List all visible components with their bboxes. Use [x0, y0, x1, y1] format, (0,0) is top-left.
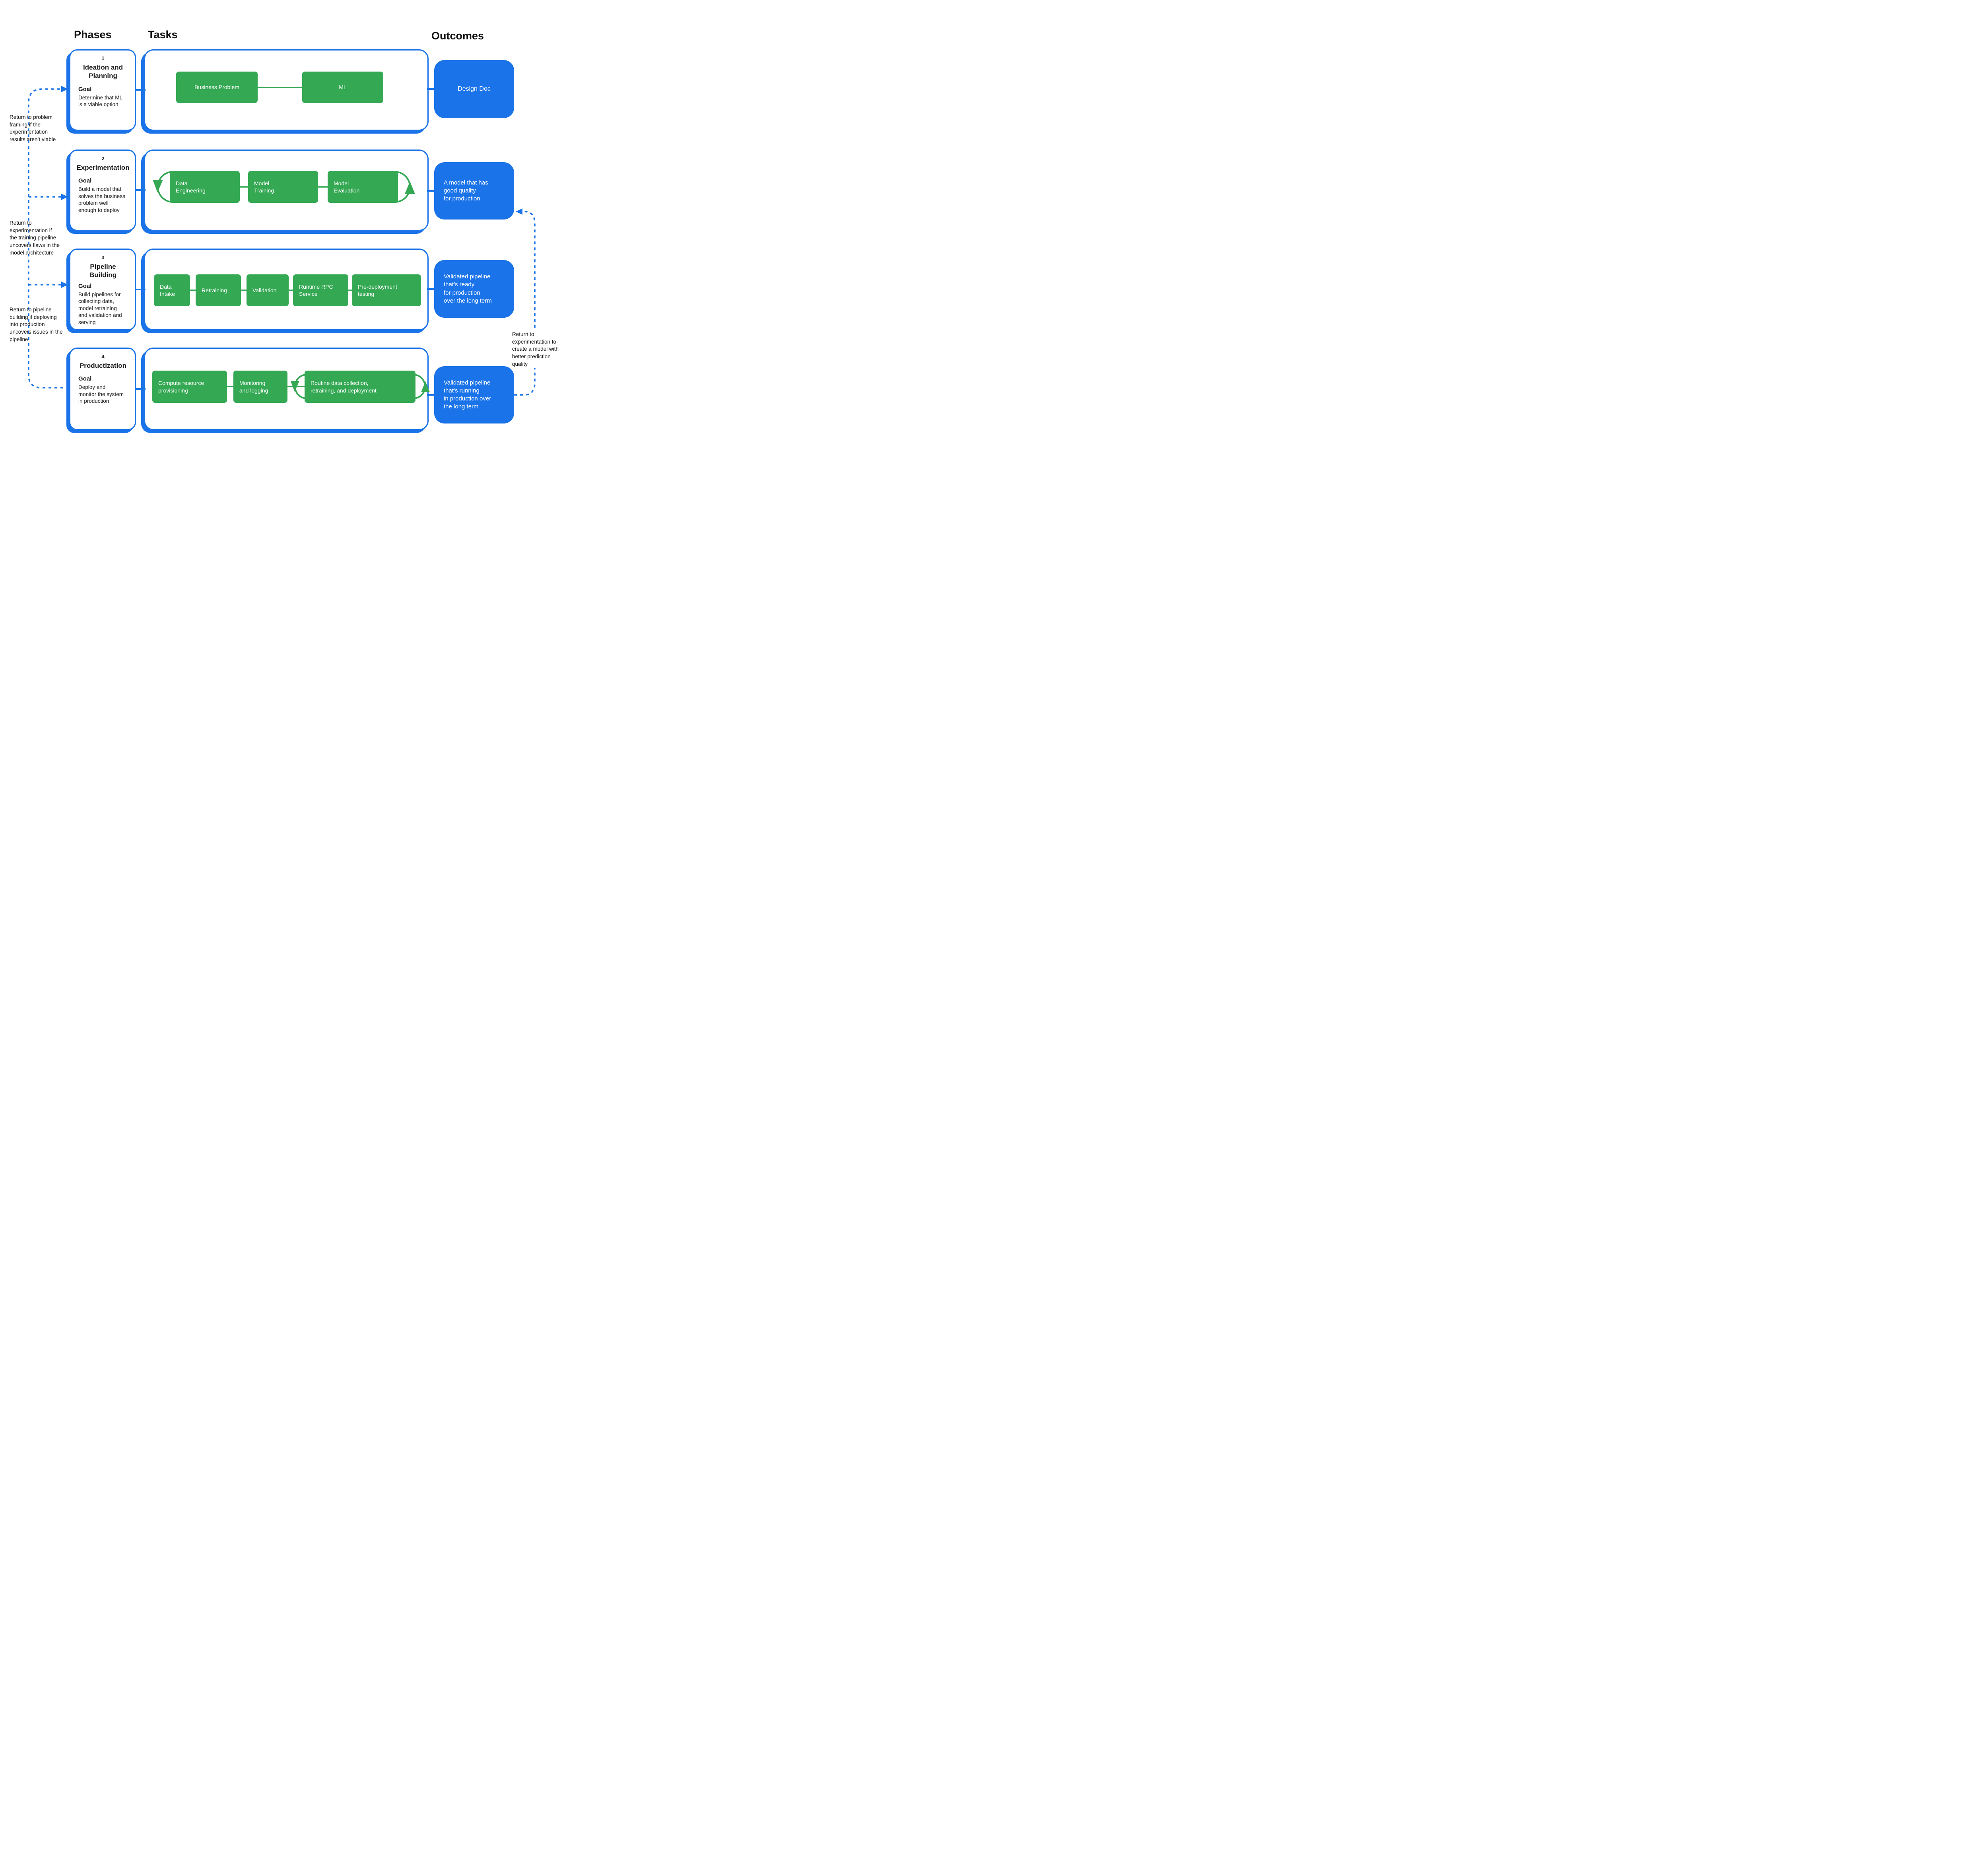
goal-text: Determine that ML is a viable option	[78, 94, 123, 108]
return-paths	[28, 86, 536, 396]
loop-arrowhead-down-icon	[291, 381, 299, 392]
outcome-validated-pipeline-ready: Validated pipeline that’s ready for prod…	[434, 260, 514, 318]
task-compute-resource-provisioning: Compute resource provisioning	[152, 371, 227, 403]
outcome-design-doc: Design Doc	[434, 60, 514, 118]
loop-arrowhead-up-icon	[405, 181, 415, 194]
header-outcomes: Outcomes	[431, 30, 484, 42]
task-runtime-rpc-service: Runtime RPC Service	[293, 274, 348, 306]
goal-text: Build pipelines for collecting data, mod…	[78, 291, 122, 325]
annotation-return-experimentation: Return to experimentation if the trainin…	[10, 220, 60, 256]
phase-goal: Goal Build pipelines for collecting data…	[77, 283, 129, 326]
phase-box-ideation-planning: 1 Ideation and Planning Goal Determine t…	[69, 49, 136, 131]
task-pre-deployment-testing: Pre-deployment testing	[352, 274, 421, 306]
task-validation: Validation	[247, 274, 289, 306]
goal-label: Goal	[78, 375, 92, 383]
goal-text: Deploy and monitor the system in product…	[78, 384, 124, 404]
phase-number: 2	[101, 155, 105, 161]
phase-number: 3	[101, 254, 105, 260]
loop-arrowhead-down-icon	[153, 180, 163, 192]
annotation-return-problem-framing: Return to problem framing if the experim…	[10, 114, 56, 142]
task-flow-connectors	[189, 87, 353, 387]
header-phases: Phases	[74, 29, 112, 41]
phase-box-experimentation: 2 Experimentation Goal Build a model tha…	[69, 150, 136, 231]
phase-goal: Goal Deploy and monitor the system in pr…	[77, 375, 129, 405]
phase-goal: Goal Determine that ML is a viable optio…	[77, 86, 129, 108]
task-retraining: Retraining	[196, 274, 241, 306]
outcome-validated-pipeline-running: Validated pipeline that’s running in pro…	[434, 366, 514, 423]
phase-title: Ideation and Planning	[83, 64, 123, 80]
task-model-training: Model Training	[248, 171, 318, 203]
phase-number: 4	[101, 354, 105, 359]
goal-text: Build a model that solves the business p…	[78, 186, 125, 213]
annotation-return-experimentation-quality: Return to experimentation to create a mo…	[512, 331, 563, 368]
diagram-connectors	[28, 86, 536, 399]
task-routine-data-collection: Routine data collection, retraining, and…	[305, 371, 415, 403]
task-monitoring-and-logging: Monitoring and logging	[233, 371, 287, 403]
loop-arrowhead-up-icon	[421, 381, 430, 392]
goal-label: Goal	[78, 282, 92, 289]
annotation-return-pipeline-building: Return to pipeline building if deploying…	[10, 307, 63, 342]
phase-title: Experimentation	[76, 164, 130, 171]
task-model-evaluation: Model Evaluation	[328, 171, 398, 203]
phase-title: Productization	[79, 362, 127, 369]
phase-box-productization: 4 Productization Goal Deploy and monitor…	[69, 348, 136, 430]
phase-number: 1	[101, 55, 105, 61]
outcome-model-good-quality: A model that has good quality for produc…	[434, 162, 514, 220]
phase-box-pipeline-building: 3 Pipeline Building Goal Build pipelines…	[69, 249, 136, 330]
goal-label: Goal	[78, 85, 92, 93]
header-tasks: Tasks	[148, 29, 178, 41]
task-data-engineering: Data Engineering	[170, 171, 240, 203]
phase-title: Pipeline Building	[89, 263, 116, 279]
task-business-problem: Business Problem	[176, 72, 258, 103]
phase-goal: Goal Build a model that solves the busin…	[77, 177, 129, 214]
goal-label: Goal	[78, 177, 92, 185]
task-ml: ML	[302, 72, 383, 103]
task-data-intake: Data Intake	[154, 274, 190, 306]
phase-task-outcome-connectors	[134, 88, 436, 396]
ml-workflow-diagram: Phases Tasks Outcomes	[0, 0, 564, 465]
